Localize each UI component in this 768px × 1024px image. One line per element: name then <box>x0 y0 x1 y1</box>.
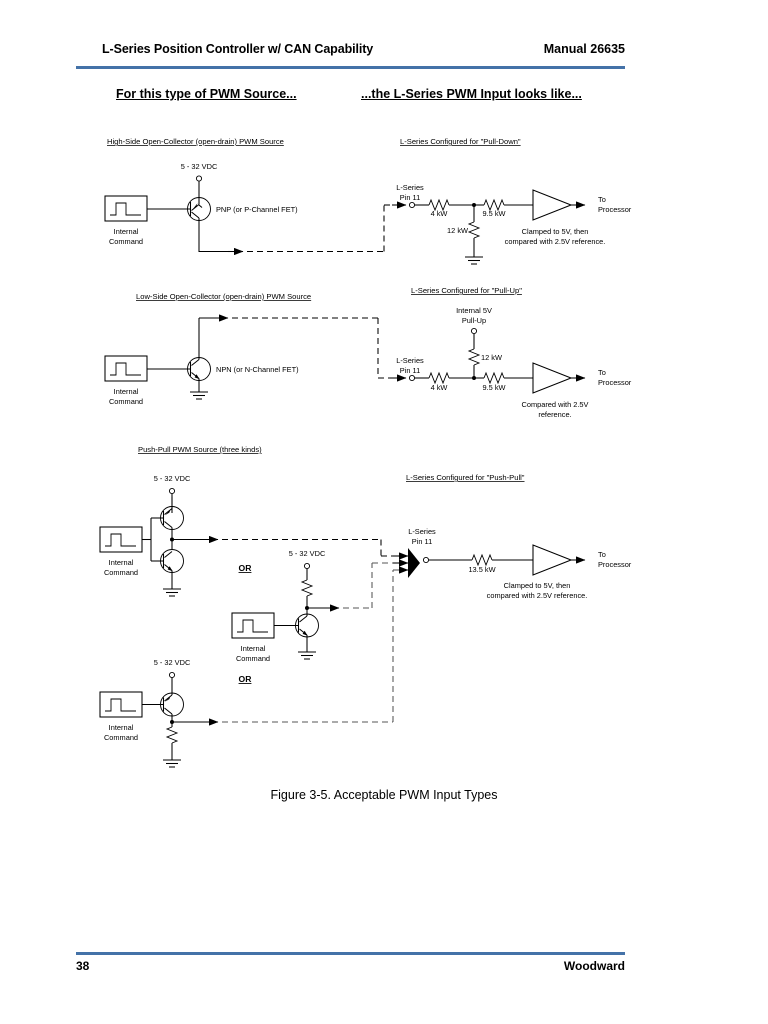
label-device-high-side: PNP (or P-Channel FET) <box>216 205 298 214</box>
label-supply-pushpull-c: 5 - 32 VDC <box>154 658 191 667</box>
label-internal-high-side: Internal <box>114 227 139 236</box>
label-pin-number-pushpull: Pin 11 <box>412 537 432 546</box>
section-high-side: High-Side Open-Collector (open-drain) PW… <box>104 137 632 265</box>
section-low-side: Low-Side Open-Collector (open-drain) PWM… <box>104 286 632 419</box>
transistor-pnp-pushpull-c <box>160 692 184 717</box>
label-to-pushpull: To <box>598 550 606 559</box>
footer-brand: Woodward <box>563 959 625 973</box>
label-resistor-135k-pushpull: 13.5 kW <box>468 565 495 574</box>
note-clamped-pushpull-2: compared with 2.5V reference. <box>487 591 588 600</box>
internal-command-box-high-side <box>104 195 148 222</box>
terminal-pin11-pullup <box>408 374 416 382</box>
terminal-supply-high-side <box>195 175 203 182</box>
label-supply-high-side: 5 - 32 VDC <box>181 162 218 171</box>
label-internal-pushpull-a: Internal <box>109 558 134 567</box>
figure-caption: Figure 3-5. Acceptable PWM Input Types <box>270 788 498 802</box>
terminal-supply-pushpull-b <box>303 562 311 570</box>
terminal-pin11-pushpull <box>422 556 430 564</box>
page-header: L-Series Position Controller w/ CAN Capa… <box>76 42 625 69</box>
note-clamped-pulldown-2: compared with 2.5V reference. <box>505 237 606 246</box>
transistor-pnp-high-side <box>187 197 211 221</box>
label-resistor-12k-pullup: 12 kW <box>481 353 502 362</box>
note-compared-pullup-1: Compared with 2.5V <box>522 400 589 409</box>
label-processor-pushpull: Processor <box>598 560 632 569</box>
label-or-1: OR <box>239 563 253 573</box>
note-compared-pullup-2: reference. <box>538 410 571 419</box>
section-title-high-side: High-Side Open-Collector (open-drain) PW… <box>107 137 284 146</box>
transistor-npn-pushpull-b <box>295 613 319 638</box>
junction-pullup <box>472 376 476 380</box>
output-node-pushpull-a <box>170 537 174 542</box>
terminal-supply-pushpull-a <box>168 487 176 495</box>
column-caption-source: For this type of PWM Source... <box>116 87 297 101</box>
label-command-high-side: Command <box>109 237 143 246</box>
label-supply-pushpull-a: 5 - 32 VDC <box>154 474 191 483</box>
section-title-low-side: Low-Side Open-Collector (open-drain) PWM… <box>136 292 311 301</box>
internal-command-box-pushpull-b <box>231 612 275 639</box>
page-footer: 38 Woodward <box>76 952 625 975</box>
label-resistor-95k-pullup: 9.5 kW <box>483 383 506 392</box>
column-caption-input: ...the L-Series PWM Input looks like... <box>361 87 582 101</box>
section-push-pull: Push-Pull PWM Source (three kinds) 5 - 3… <box>99 445 632 768</box>
footer-page-number: 38 <box>76 959 90 973</box>
buffer-amp-pulldown <box>532 189 573 221</box>
header-title: L-Series Position Controller w/ CAN Capa… <box>102 42 374 56</box>
transistor-lower-pushpull-a <box>160 549 184 573</box>
pin11-arrow-cluster-pushpull <box>408 548 420 578</box>
label-pin-number-pullup: Pin 11 <box>400 366 420 375</box>
output-node-pushpull-b <box>305 606 309 610</box>
buffer-amp-pushpull <box>532 544 573 576</box>
section-title-pull-down: L-Series Configured for "Pull-Down" <box>400 137 521 146</box>
label-pin-lseries-pulldown: L-Series <box>396 183 424 192</box>
section-title-pull-up: L-Series Configured for "Pull-Up" <box>411 286 522 295</box>
label-to-pulldown: To <box>598 195 606 204</box>
label-command-pushpull-b: Command <box>236 654 270 663</box>
header-manual-number: Manual 26635 <box>543 42 625 56</box>
label-pullup-name: Pull-Up <box>462 316 486 325</box>
terminal-pin11-pulldown <box>408 201 416 209</box>
label-processor-pullup: Processor <box>598 378 632 387</box>
note-clamped-pulldown-1: Clamped to 5V, then <box>522 227 589 236</box>
section-title-pushpull-input: L-Series Configured for "Push-Pull" <box>406 473 525 482</box>
terminal-internal-5v-pullup <box>470 327 478 335</box>
label-command-low-side: Command <box>109 397 143 406</box>
internal-command-box-pushpull-a <box>99 526 143 553</box>
label-internal-5v-pullup: Internal 5V <box>456 306 492 315</box>
junction-pulldown <box>472 203 476 207</box>
label-supply-pushpull-b: 5 - 32 VDC <box>289 549 326 558</box>
label-pin-lseries-pushpull: L-Series <box>408 527 436 536</box>
label-processor-pulldown: Processor <box>598 205 632 214</box>
buffer-amp-pullup <box>532 362 573 394</box>
label-pin-lseries-pullup: L-Series <box>396 356 424 365</box>
label-to-pullup: To <box>598 368 606 377</box>
note-clamped-pushpull-1: Clamped to 5V, then <box>504 581 571 590</box>
transistor-npn-low-side <box>187 357 211 381</box>
label-internal-low-side: Internal <box>114 387 139 396</box>
label-or-2: OR <box>239 674 253 684</box>
internal-command-box-low-side <box>104 355 148 382</box>
label-resistor-95k-pulldown: 9.5 kW <box>483 209 506 218</box>
label-internal-pushpull-b: Internal <box>241 644 266 653</box>
label-device-low-side: NPN (or N-Channel FET) <box>216 365 299 374</box>
label-resistor-12k-pulldown: 12 kW <box>447 226 468 235</box>
label-internal-pushpull-c: Internal <box>109 723 134 732</box>
terminal-supply-pushpull-c <box>168 671 176 679</box>
label-pin-number-pulldown: Pin 11 <box>400 193 420 202</box>
label-command-pushpull-c: Command <box>104 733 138 742</box>
output-node-pushpull-c <box>170 720 174 724</box>
transistor-upper-pushpull-a <box>160 506 184 530</box>
internal-command-box-pushpull-c <box>99 691 143 718</box>
label-command-pushpull-a: Command <box>104 568 138 577</box>
section-title-push-pull: Push-Pull PWM Source (three kinds) <box>138 445 262 454</box>
label-resistor-4k-pulldown: 4 kW <box>431 209 448 218</box>
label-resistor-4k-pullup: 4 kW <box>431 383 448 392</box>
